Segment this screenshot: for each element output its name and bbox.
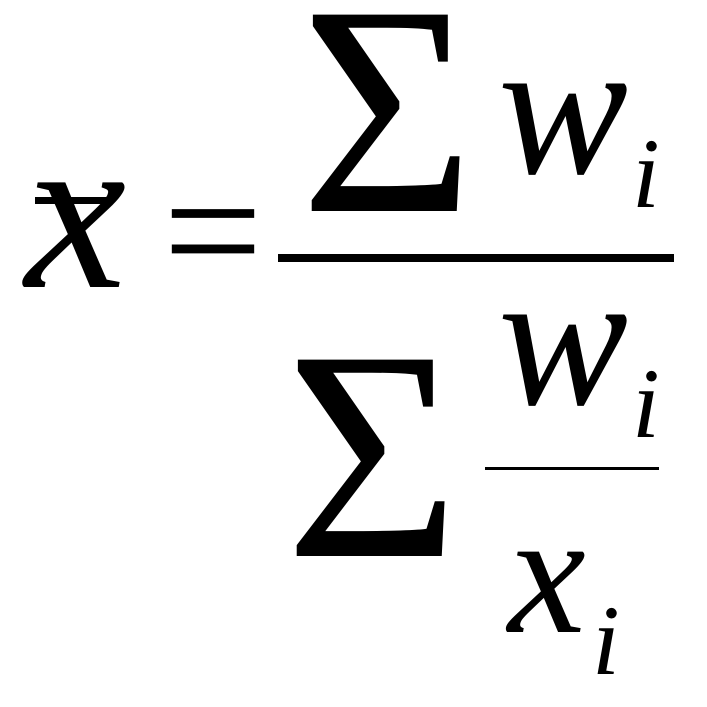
inner-numerator-subscript-i: i [632, 348, 660, 459]
numerator-subscript-i: i [632, 118, 660, 229]
numerator-weight-w: w [498, 0, 629, 216]
overline-bar [35, 197, 111, 204]
numerator-sum-symbol: Σ [300, 0, 475, 276]
lhs-variable-x: x [25, 85, 127, 337]
inner-numerator-weight-w: w [498, 231, 629, 447]
equals-sign: = [163, 133, 263, 329]
inner-denominator-subscript-i: i [592, 585, 620, 696]
inner-fraction-line [485, 467, 659, 470]
inner-denominator-variable-x: x [508, 476, 586, 670]
denominator-sum-symbol: Σ [285, 289, 460, 621]
main-fraction-line [278, 254, 674, 262]
